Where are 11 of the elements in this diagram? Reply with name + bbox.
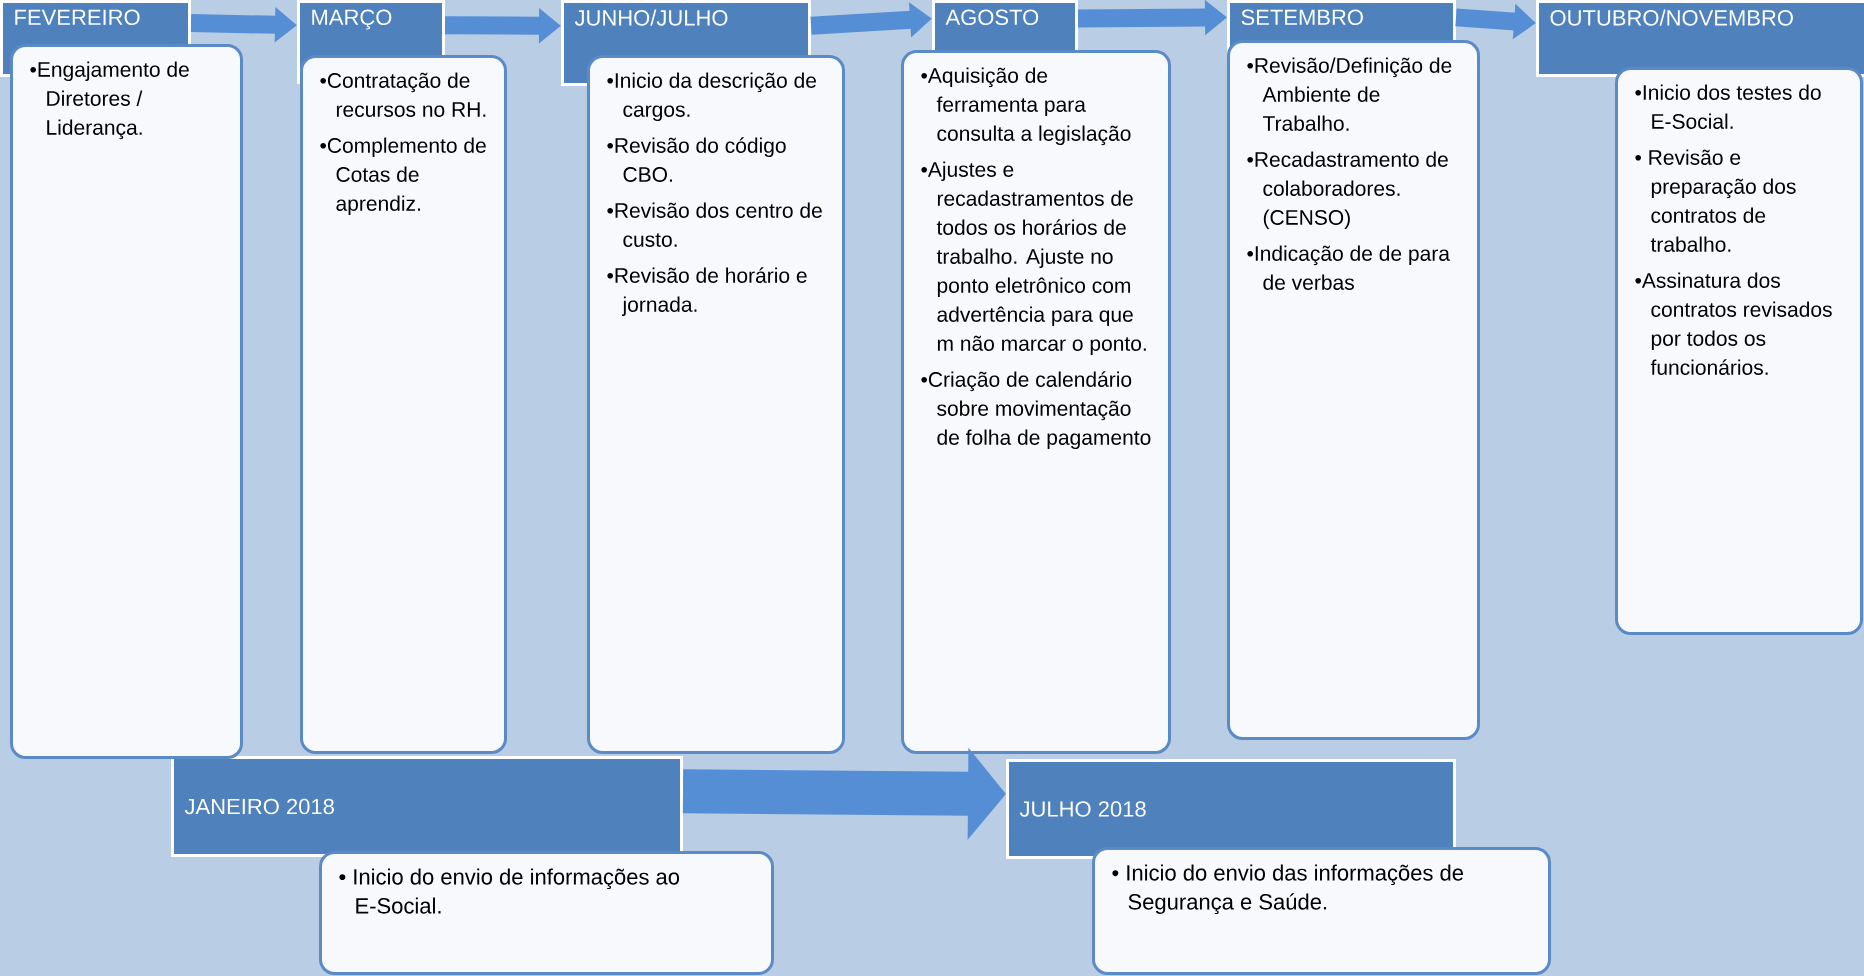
task-list-box: •Contratação de recursos no RH. •Complemento de Cotas de aprendiz. <box>300 55 507 754</box>
task-list-box: •Inicio dos testes do E-Social. • Revisão e preparação dos contratos de trabalho. •Assinatura dos contratos revisados por todos os funcionários. <box>1615 67 1863 635</box>
month-header-box: JULHO 2018 <box>1006 759 1456 859</box>
task-list-box: •Inicio da descrição de cargos. •Revisão do código CBO. •Revisão dos centro de custo. •Revisão de horário e jornada. <box>587 55 845 754</box>
task-list-box: •Aquisição de ferramenta para consulta a legislação •Ajustes e recadastramentos de todos os horários de trabalho. Ajuste no ponto eletrônico com advertência para que m não marcar o ponto. •Criação de calendário sobre movimentação de folha de pagamento <box>901 50 1171 754</box>
task-list-box: • Inicio do envio de informações ao E-Social. <box>319 851 774 975</box>
task-list-box: • Inicio do envio das informações de Segurança e Saúde. <box>1092 847 1551 975</box>
month-header-box: JANEIRO 2018 <box>171 756 683 857</box>
task-list-box: •Engajamento de Diretores / Liderança. <box>10 44 243 759</box>
task-list-box: •Revisão/Definição de Ambiente de Trabalho. •Recadastramento de colaboradores. (CENSO) •Indicação de de para de verbas <box>1227 40 1480 740</box>
month-header-box: OUTUBRO/NOVEMBRO <box>1536 0 1864 77</box>
